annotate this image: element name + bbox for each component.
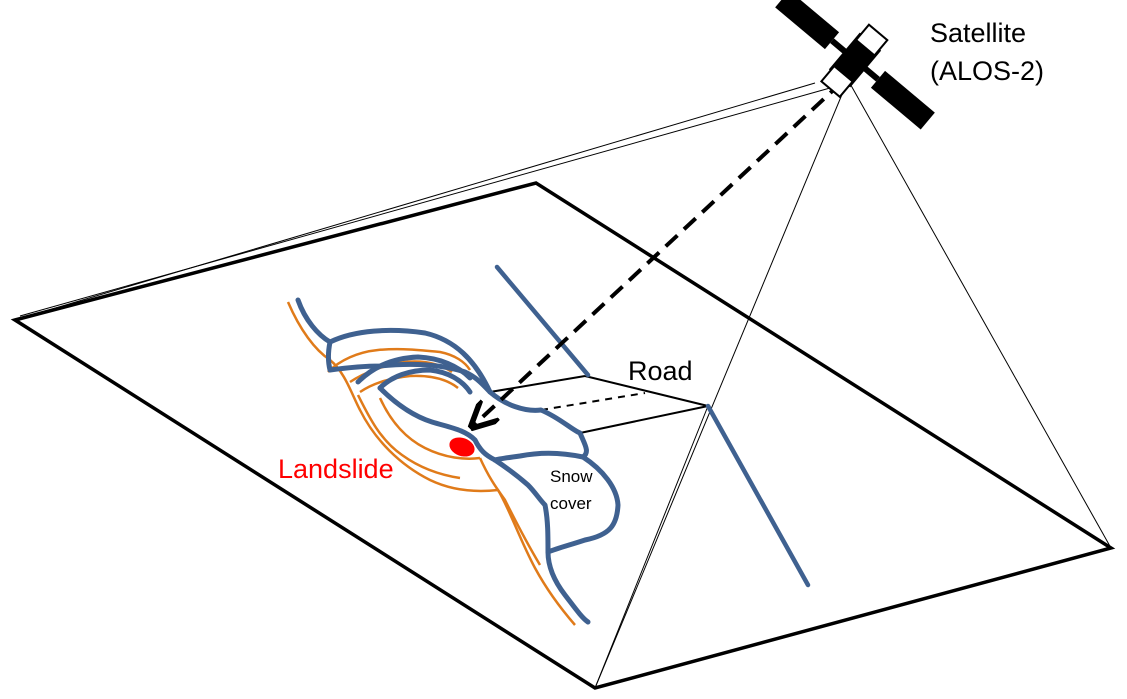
snow-cover-label-line1: Snow: [550, 467, 593, 486]
satellite-icon: [775, 0, 935, 130]
road-label: Road: [628, 356, 693, 386]
snow-cover-label-line2: cover: [550, 494, 592, 513]
satellite-label-line2: (ALOS-2): [930, 56, 1044, 86]
satellite-footprint-lines: [14, 79, 1112, 689]
look-direction-arrow: [474, 80, 844, 425]
road-block: [489, 375, 709, 689]
satellite-label-line1: Satellite: [930, 18, 1026, 48]
landslide-label: Landslide: [278, 454, 394, 484]
snow-road-lines: [494, 264, 811, 588]
landslide-point-marker: [449, 437, 475, 457]
snow-cover-outline: [295, 297, 621, 625]
